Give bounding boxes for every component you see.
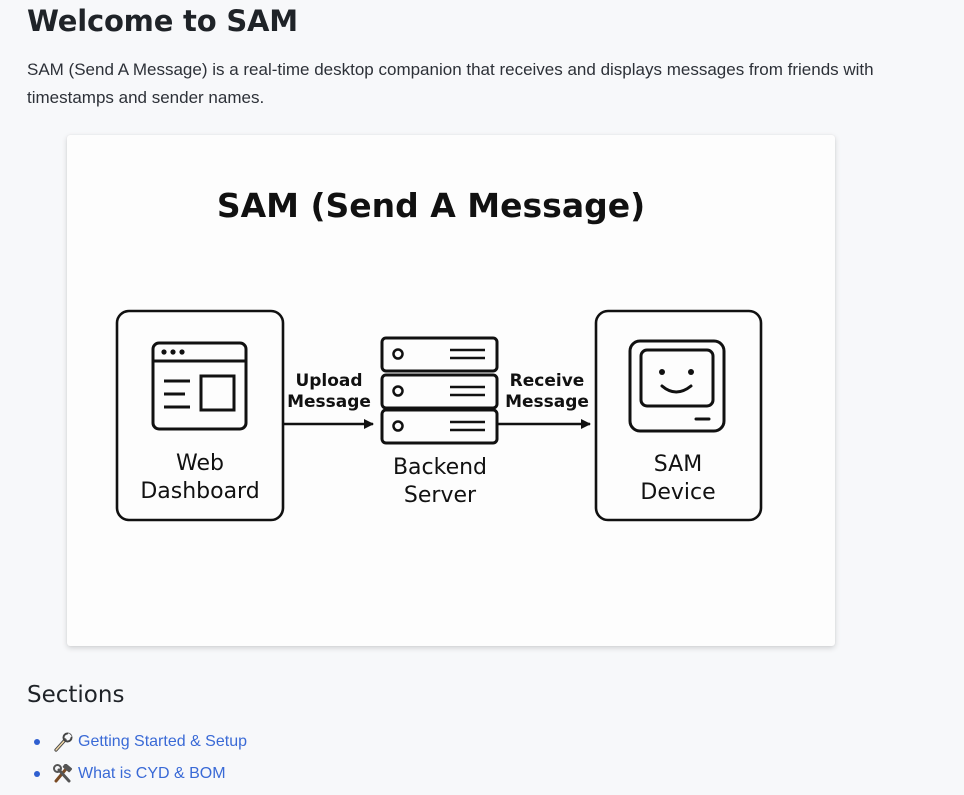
sections-heading: Sections <box>27 682 125 708</box>
diagram-title: SAM (Send A Message) <box>217 186 645 225</box>
web-dashboard-node: Web Dashboard <box>115 309 285 522</box>
upload-label-line2: Message <box>287 392 371 412</box>
upload-arrow: Upload Message <box>283 371 374 429</box>
receive-label-line2: Message <box>505 392 589 412</box>
server-rack-icon <box>380 336 499 445</box>
backend-server-node: Backend Server <box>380 336 499 508</box>
cyd-bom-link[interactable]: What is CYD & BOM <box>78 765 226 782</box>
receive-label-line1: Receive <box>510 371 585 391</box>
receive-arrow: Receive Message <box>497 371 591 429</box>
web-dashboard-label-line1: Web <box>176 451 224 476</box>
page-title: Welcome to SAM <box>27 4 298 38</box>
architecture-diagram: SAM (Send A Message) Web Dashboard Uploa… <box>67 135 835 646</box>
getting-started-link[interactable]: Getting Started & Setup <box>78 733 247 750</box>
list-item: What is CYD & BOM <box>27 758 247 790</box>
sections-list: Getting Started & Setup What is CYD & BO… <box>27 726 247 790</box>
sam-device-node: SAM Device <box>594 309 763 522</box>
backend-server-label-line2: Server <box>404 483 477 508</box>
wrench-icon <box>52 732 74 752</box>
intro-paragraph: SAM (Send A Message) is a real-time desk… <box>27 60 874 107</box>
upload-label-line1: Upload <box>295 371 362 391</box>
backend-server-label-line1: Backend <box>393 455 487 480</box>
bullet-icon <box>34 739 40 745</box>
hammer-and-wrench-icon <box>52 763 74 784</box>
smiley-computer-icon <box>628 339 726 433</box>
bullet-icon <box>34 771 40 777</box>
sam-device-label-line1: SAM <box>654 452 702 477</box>
sam-device-label-line2: Device <box>640 480 715 505</box>
browser-window-icon <box>151 341 248 431</box>
web-dashboard-label-line2: Dashboard <box>140 479 259 504</box>
list-item: Getting Started & Setup <box>27 726 247 758</box>
diagram-svg: SAM (Send A Message) Web Dashboard Uploa… <box>115 186 763 522</box>
